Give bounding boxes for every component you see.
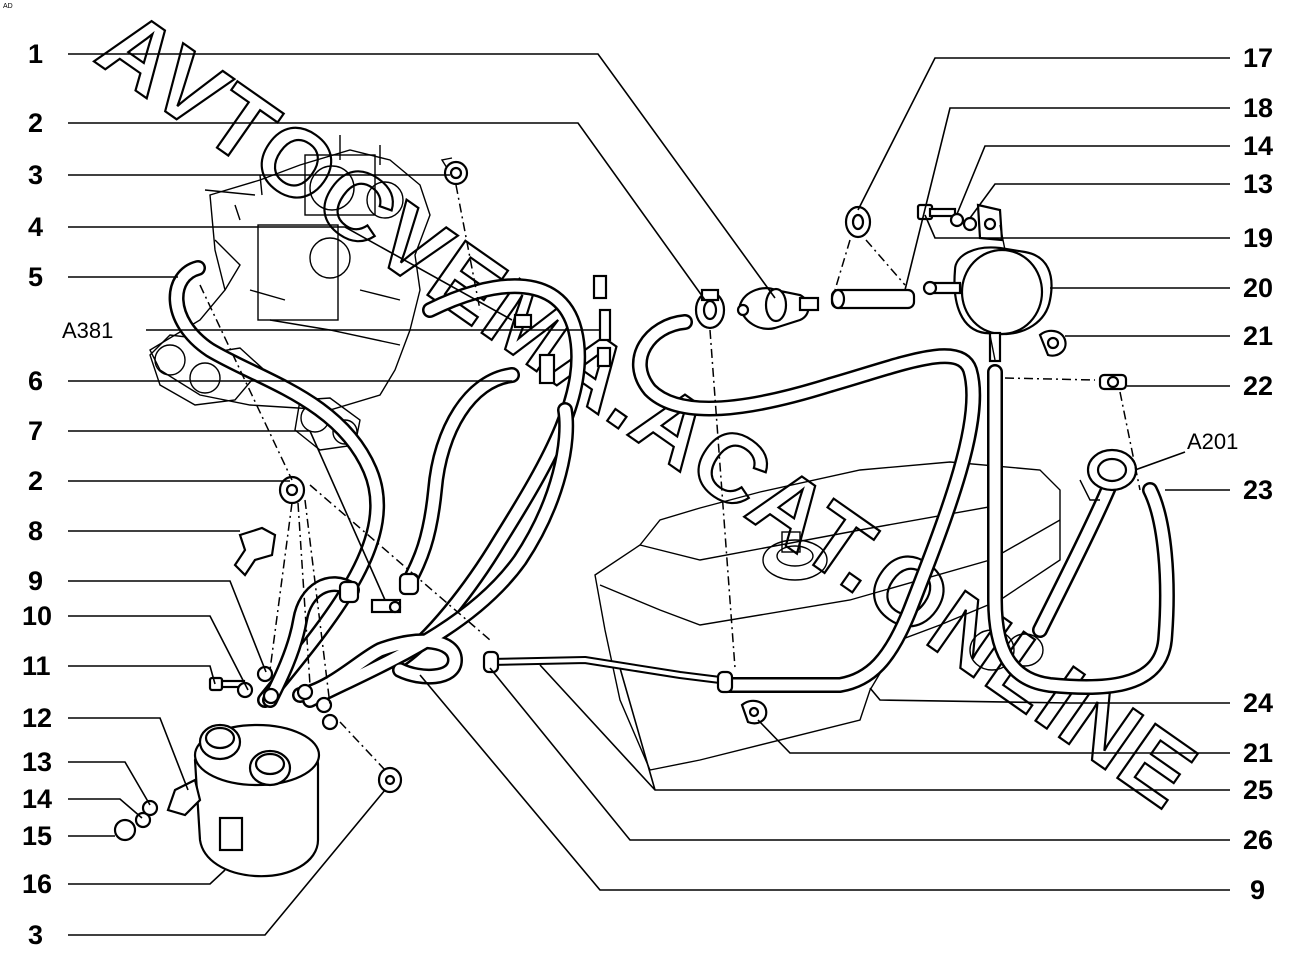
assembly-lines [199,184,1141,771]
callout-15: 15 [22,821,52,851]
callout-23: 23 [1243,475,1273,505]
hose-clamp-21-right [1038,329,1067,357]
hose-clamp-22 [1098,373,1128,391]
callout-20: 20 [1243,273,1273,303]
watermark: AVTOCVEMA.ACAT.ONLINE [80,0,1216,829]
canister-hose-ends [256,665,339,731]
callout-a381: А381 [62,318,113,343]
callout-2: 2 [28,108,43,138]
carbon-canister [113,723,321,878]
mounting-bracket-8 [233,526,277,577]
callout-10: 10 [22,601,52,631]
callout-25: 25 [1243,775,1273,805]
callout-22: 22 [1243,371,1273,401]
callout-8: 8 [28,516,43,546]
callout-19: 19 [1243,223,1273,253]
corner-mark: AD [3,3,13,10]
callout-9: 9 [28,566,43,596]
hoses [168,260,1175,708]
callout-21: 21 [1243,321,1273,351]
hose-clamp-17 [844,205,872,239]
callouts-right: 17 18 14 13 19 20 21 22 А201 23 24 21 25… [1187,43,1273,905]
callout-9-right: 9 [1250,875,1265,905]
callout-1: 1 [28,39,43,69]
callout-3: 3 [28,160,43,190]
callout-a201: А201 [1187,429,1238,454]
separator-fittings [513,274,612,385]
bolt-washer-bracket [916,203,1004,242]
callout-12: 12 [22,703,52,733]
short-hose-18 [830,288,916,310]
callout-7: 7 [28,416,43,446]
callout-26: 26 [1243,825,1273,855]
hose-clamp-3-lower [377,766,403,794]
callout-18: 18 [1243,93,1273,123]
callout-2b: 2 [28,466,43,496]
small-parts [208,157,1138,794]
tube-connectors [338,572,734,694]
vapor-separator [922,224,1053,363]
bolt-11 [208,676,254,699]
callout-14: 14 [22,784,52,814]
callout-17: 17 [1243,43,1273,73]
callout-16: 16 [22,869,52,899]
callout-3b: 3 [28,920,43,950]
callout-14-right: 14 [1243,131,1273,161]
callout-13-right: 13 [1243,169,1273,199]
leader-lines [68,53,1230,936]
filler-cap [1079,448,1138,501]
hose-clamp-2-middle [278,475,306,505]
gravity-valve [736,287,820,330]
hose-clamp-top [440,157,469,186]
callout-5: 5 [28,262,43,292]
callout-24: 24 [1243,688,1273,718]
callout-13: 13 [22,747,52,777]
callouts-left: 1 2 3 4 5 А381 6 7 2 8 9 10 11 12 13 14 … [22,39,113,950]
engine-carburettor-assembly [149,135,431,451]
callout-11: 11 [22,651,51,681]
callout-6: 6 [28,366,43,396]
callout-4: 4 [28,212,43,242]
hose-clamp-2-top [694,288,726,330]
hose-clamp-21-lower [740,699,768,725]
callout-21b: 21 [1243,738,1273,768]
